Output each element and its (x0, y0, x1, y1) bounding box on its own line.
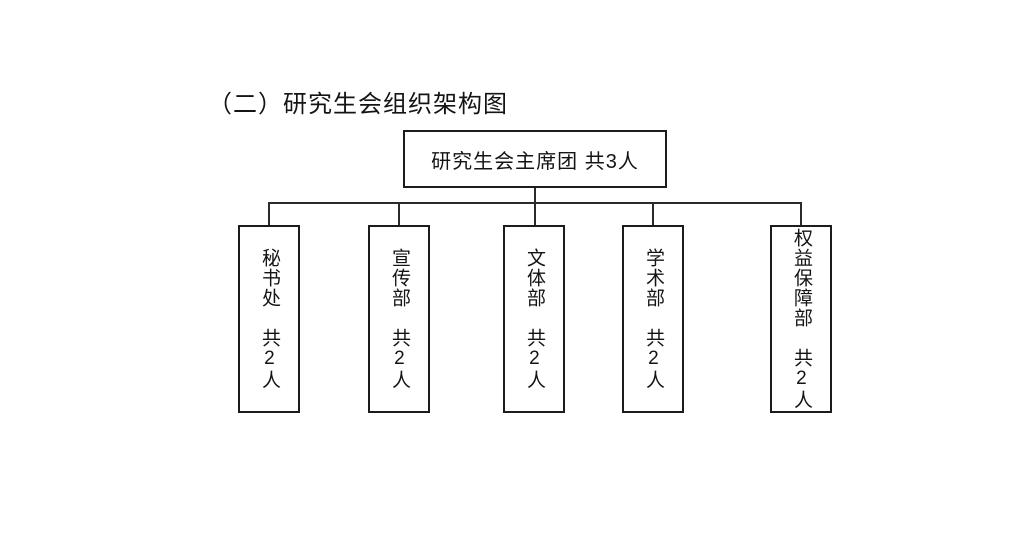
dept-count-label: 共2人 (790, 348, 812, 410)
dept-box-culture-sports: 文体部 共2人 (503, 225, 565, 413)
dept-count-label: 共2人 (642, 328, 664, 390)
connector-root-stub (534, 188, 536, 204)
dept-name-label: 宣传部 (388, 248, 410, 308)
dept-name-label: 权益保障部 (790, 228, 812, 328)
dept-count-label: 共2人 (388, 328, 410, 390)
dept-box-publicity: 宣传部 共2人 (368, 225, 430, 413)
dept-name-label: 学术部 (642, 248, 664, 308)
connector-drop-dept-4 (652, 202, 654, 225)
dept-box-secretariat: 秘书处 共2人 (238, 225, 300, 413)
dept-box-academic: 学术部 共2人 (622, 225, 684, 413)
org-root-box: 研究生会主席团 共3人 (403, 130, 667, 188)
dept-box-rights-protection: 权益保障部 共2人 (770, 225, 832, 413)
dept-name-label: 秘书处 (258, 248, 280, 308)
connector-drop-dept-2 (398, 202, 400, 225)
page-title: （二）研究生会组织架构图 (208, 92, 508, 118)
org-root-label: 研究生会主席团 共3人 (431, 150, 639, 173)
connector-drop-dept-3 (534, 202, 536, 225)
connector-drop-dept-1 (268, 202, 270, 225)
dept-count-label: 共2人 (523, 328, 545, 390)
connector-drop-dept-5 (800, 202, 802, 225)
dept-count-label: 共2人 (258, 328, 280, 390)
dept-name-label: 文体部 (523, 248, 545, 308)
